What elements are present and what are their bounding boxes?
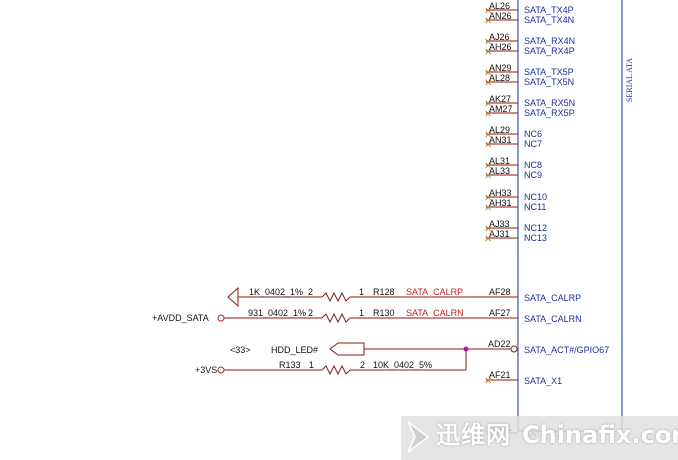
r128-pin-right: 1: [359, 287, 364, 297]
pin-name: SATA_TX5P: [524, 67, 574, 77]
no-connect-x-icon: ×: [484, 140, 492, 151]
no-connect-x-icon: ×: [484, 16, 492, 27]
no-connect-x-icon: ×: [484, 376, 492, 387]
pin-name: SATA_ACT#/GPIO67: [524, 345, 609, 355]
pin-name: SATA_X1: [524, 376, 562, 386]
no-connect-x-icon: ×: [484, 68, 492, 79]
r133-ref: R133: [279, 360, 301, 370]
chip-body: [517, 0, 623, 432]
pin-number: AF27: [489, 308, 511, 318]
3vs-rail-label: +3VS: [195, 365, 217, 375]
r130-ref: R130: [373, 308, 395, 318]
r128-value: 1K_0402_1%: [249, 287, 303, 297]
no-connect-x-icon: ×: [484, 78, 492, 89]
pin-number: AF21: [489, 370, 511, 380]
pin-number: AN29: [489, 63, 512, 73]
watermark-chinese: 迅维网: [436, 421, 511, 449]
pin-number: AH33: [489, 188, 512, 198]
no-connect-x-icon: ×: [484, 161, 492, 172]
no-connect-x-icon: ×: [484, 224, 492, 235]
pin-name: SATA_RX5N: [524, 98, 575, 108]
calrp-circuit: 1K_0402_1% 2 1 R128 SATA_CALRP: [227, 286, 518, 308]
r130-resistor: [321, 312, 351, 324]
pin-name: NC6: [524, 129, 542, 139]
pin-number: AN26: [489, 11, 512, 21]
pin-name: NC8: [524, 160, 542, 170]
pin-number: AK27: [489, 94, 511, 104]
pin-name: SATA_CALRN: [524, 314, 582, 324]
no-connect-x-icon: ×: [484, 37, 492, 48]
pin-name: SATA_TX4N: [524, 15, 574, 25]
pullup-3vs-circuit: +3VS R133 1 2 10K_0402_5%: [195, 360, 466, 376]
pin-number: AL33: [489, 166, 510, 176]
hdd-led-circuit: <33> HDD_LED#: [230, 342, 518, 370]
pin-number: AH26: [489, 42, 512, 52]
pin-name: SATA_RX4P: [524, 46, 575, 56]
no-connect-x-icon: ×: [484, 130, 492, 141]
pin-number: AD22: [488, 339, 511, 349]
pin-name: SATA_TX5N: [524, 77, 574, 87]
pin-name: NC12: [524, 223, 547, 233]
no-connect-x-icon: ×: [484, 203, 492, 214]
pin-number: AH31: [489, 198, 512, 208]
pin-number: AL26: [489, 1, 510, 11]
watermark-logo-icon: [407, 421, 430, 453]
pin-name: SATA_RX5P: [524, 108, 575, 118]
no-connect-x-icon: ×: [484, 109, 492, 120]
r133-value: 10K_0402_5%: [373, 360, 432, 370]
no-connect-x-icon: ×: [484, 234, 492, 245]
r130-value: 931_0402_1%: [248, 308, 306, 318]
pin-number: AN31: [489, 135, 512, 145]
r128-net: SATA_CALRP: [406, 287, 463, 297]
r133-resistor: [321, 364, 351, 376]
pin-number: AM27: [489, 104, 513, 114]
ground-arrow-symbol: [227, 286, 239, 308]
avdd-rail-label: +AVDD_SATA: [152, 313, 209, 323]
hdd-led-net: HDD_LED#: [271, 345, 318, 355]
pin-number: AJ26: [489, 32, 510, 42]
r130-net: SATA_CALRN: [406, 308, 464, 318]
pin-number: AL29: [489, 125, 510, 135]
hdd-led-ref: <33>: [230, 345, 251, 355]
r128-pin-left: 2: [308, 287, 313, 297]
pin-number: AJ33: [489, 219, 510, 229]
pin-number: AL31: [489, 156, 510, 166]
pin-name: NC11: [524, 202, 546, 212]
r133-pin-right: 2: [360, 360, 365, 370]
pin-name: NC13: [524, 233, 547, 243]
no-connect-x-icon: ×: [484, 99, 492, 110]
chip-side-label: SERIAL ATA: [625, 58, 634, 102]
r130-pin-right: 1: [359, 308, 364, 318]
pin-name: NC9: [524, 170, 542, 180]
3vs-connector: [217, 366, 225, 374]
no-connect-x-icon: ×: [484, 193, 492, 204]
watermark-band: [401, 416, 678, 460]
pin-name: SATA_CALRP: [524, 293, 581, 303]
ad22-inverter-bubble: [510, 345, 518, 353]
calrn-circuit: +AVDD_SATA 931_0402_1% 2 1 R130 SATA_CAL…: [152, 308, 518, 324]
no-connect-x-icon: ×: [484, 6, 492, 17]
pin-number: AJ31: [489, 229, 510, 239]
pin-number: AL28: [489, 73, 510, 83]
pin-name: SATA_RX4N: [524, 36, 575, 46]
avdd-connector: [217, 314, 225, 322]
pin-name: SATA_TX4P: [524, 5, 574, 15]
watermark-english: Chinafix.com: [522, 421, 678, 449]
pin-name: NC10: [524, 192, 547, 202]
r133-pin-left: 1: [309, 360, 314, 370]
r130-pin-left: 2: [308, 308, 313, 318]
r128-resistor: [321, 291, 351, 303]
r128-ref: R128: [373, 287, 395, 297]
no-connect-x-icon: ×: [484, 171, 492, 182]
pin-name: NC7: [524, 139, 542, 149]
hdd-led-port-symbol: [329, 342, 365, 356]
no-connect-x-icon: ×: [484, 47, 492, 58]
pin-number: AF28: [489, 287, 511, 297]
